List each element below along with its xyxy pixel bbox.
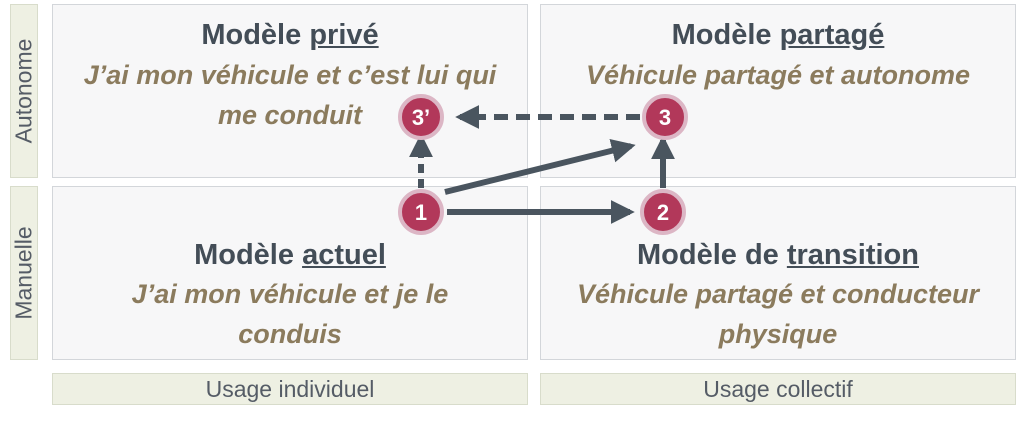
node-2: 2 [640,189,686,235]
svg-text:1: 1 [415,200,427,225]
quadrant-actuel: Modèle actuel J’ai mon véhicule et je le… [52,186,528,360]
quadrant-prive-title: Modèle privé [201,19,379,51]
axis-manuelle-label-box: Manuelle [10,186,38,360]
quadrant-partage-subtitle: Véhicule partagé et autonome [585,60,971,90]
svg-text:3’: 3’ [412,105,430,130]
node-3-prime: 3’ [398,94,444,140]
svg-text:2: 2 [657,200,669,225]
quadrant-prive: Modèle privé J’ai mon véhicule et c’est … [52,4,528,178]
axis-individuel-label: Usage individuel [52,373,528,405]
quadrant-partage-title: Modèle partagé [671,19,885,51]
axis-autonome-label-box: Autonome [10,4,38,178]
quadrant-partage: Modèle partagé Véhicule partagé et auton… [540,4,1016,178]
quadrant-actuel-title: Modèle actuel [194,239,386,271]
node-3: 3 [642,94,688,140]
svg-text:3: 3 [659,105,671,130]
node-1: 1 [398,189,444,235]
axis-collectif-label: Usage collectif [540,373,1016,405]
quadrant-transition-title: Modèle de transition [637,239,919,271]
arrow-1-to-3 [444,138,636,195]
